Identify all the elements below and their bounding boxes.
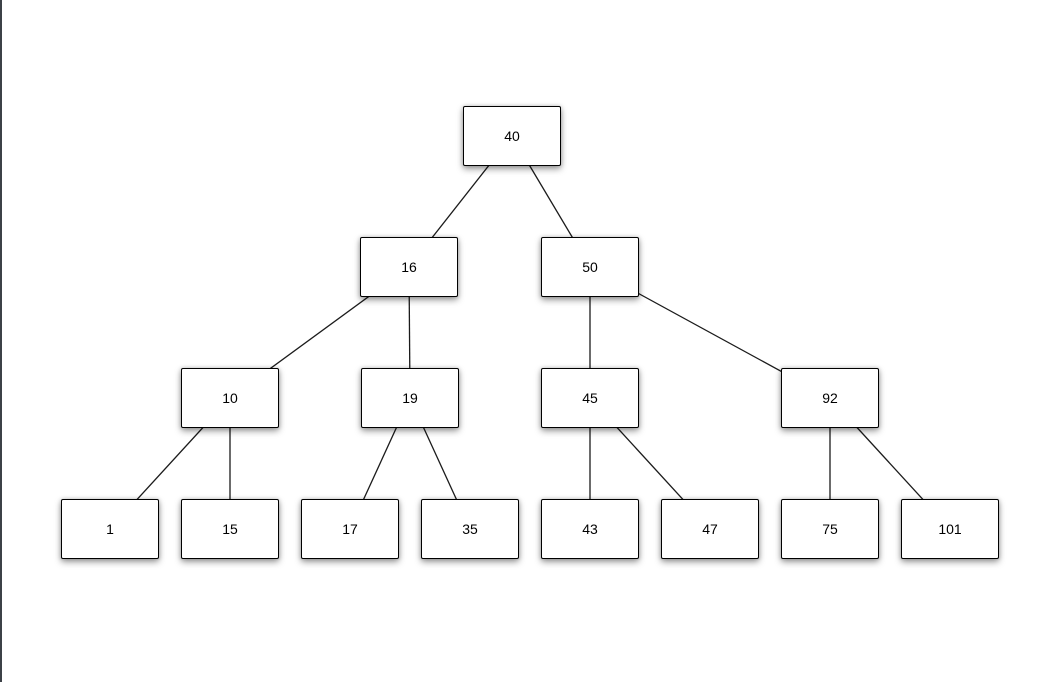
node-label: 45 xyxy=(582,390,598,406)
node-label: 19 xyxy=(402,390,418,406)
tree-node-15: 15 xyxy=(181,499,279,559)
tree-node-50: 50 xyxy=(541,237,639,297)
node-label: 40 xyxy=(504,128,520,144)
node-label: 16 xyxy=(401,259,417,275)
tree-node-19: 19 xyxy=(361,368,459,428)
window-edge-line xyxy=(0,0,2,682)
node-label: 15 xyxy=(222,521,238,537)
node-label: 50 xyxy=(582,259,598,275)
tree-node-101: 101 xyxy=(901,499,999,559)
node-label: 92 xyxy=(822,390,838,406)
node-label: 10 xyxy=(222,390,238,406)
tree-node-35: 35 xyxy=(421,499,519,559)
tree-node-47: 47 xyxy=(661,499,759,559)
tree-node-45: 45 xyxy=(541,368,639,428)
tree-node-75: 75 xyxy=(781,499,879,559)
node-label: 1 xyxy=(106,521,114,537)
tree-node-40: 40 xyxy=(463,106,561,166)
node-label: 43 xyxy=(582,521,598,537)
tree-node-17: 17 xyxy=(301,499,399,559)
node-label: 101 xyxy=(938,521,962,537)
node-label: 75 xyxy=(822,521,838,537)
tree-node-1: 1 xyxy=(61,499,159,559)
node-label: 35 xyxy=(462,521,478,537)
node-label: 47 xyxy=(702,521,718,537)
tree-node-43: 43 xyxy=(541,499,639,559)
node-label: 17 xyxy=(342,521,358,537)
tree-node-16: 16 xyxy=(360,237,458,297)
tree-node-92: 92 xyxy=(781,368,879,428)
tree-node-10: 10 xyxy=(181,368,279,428)
